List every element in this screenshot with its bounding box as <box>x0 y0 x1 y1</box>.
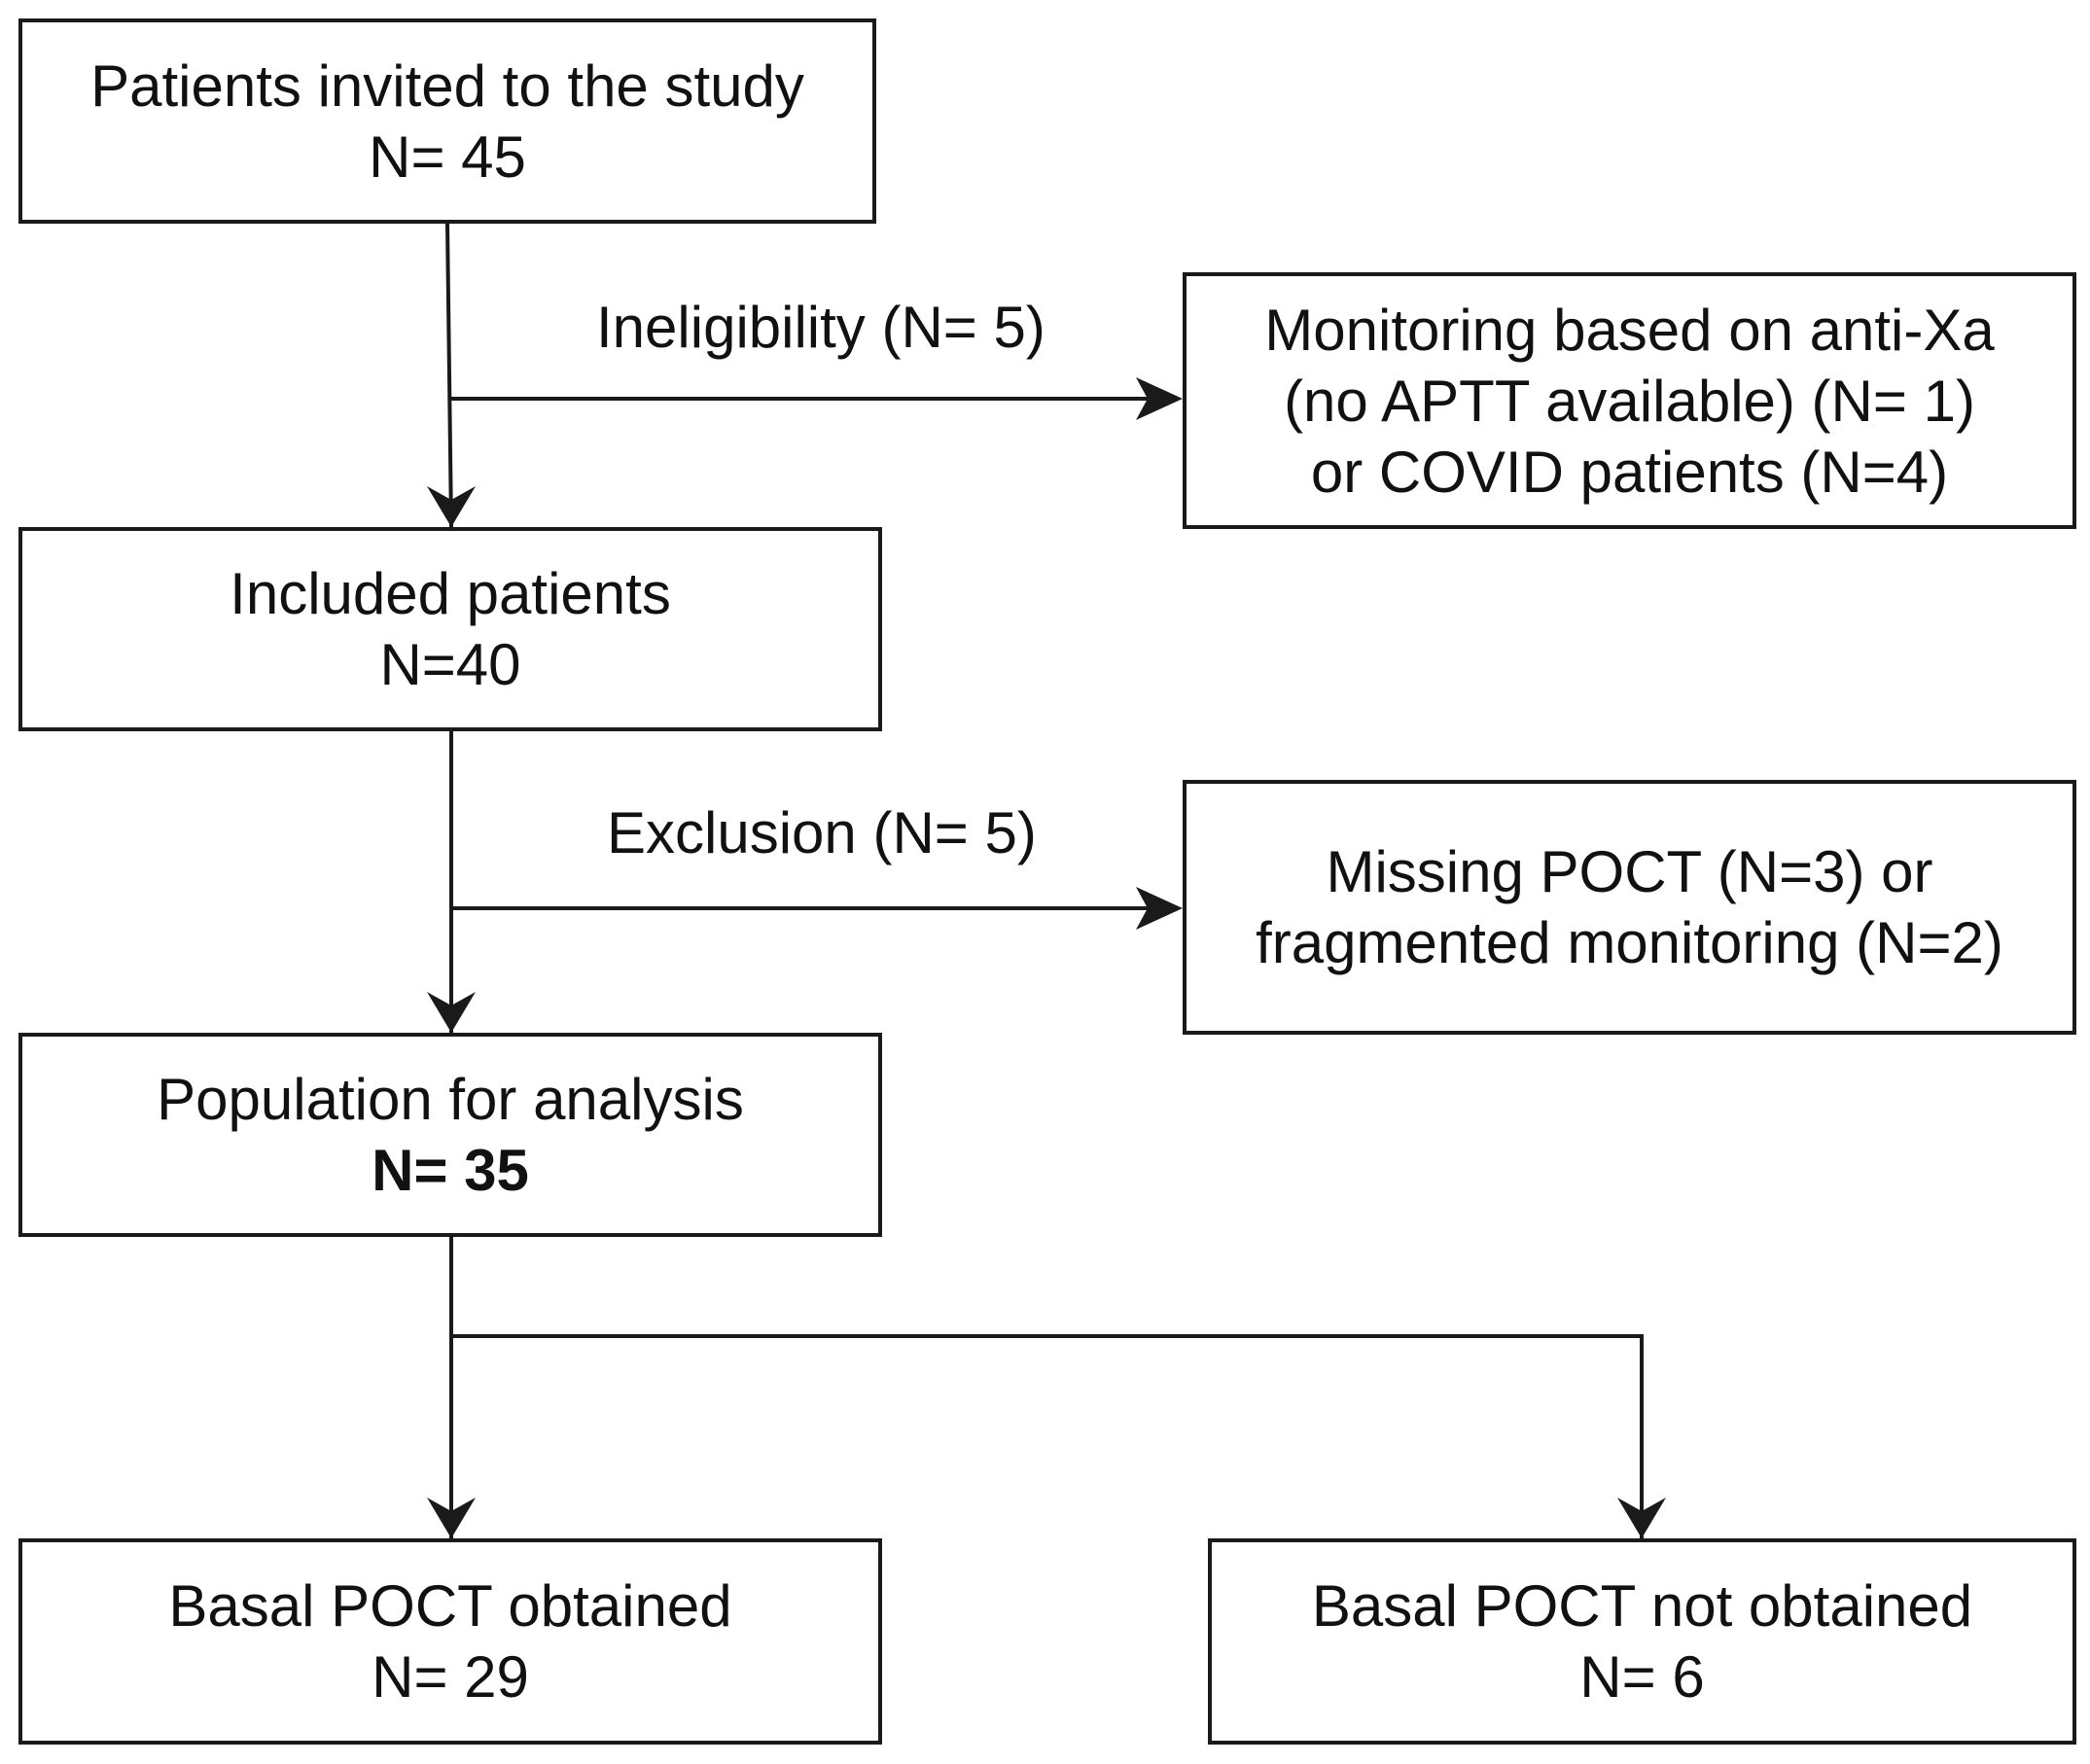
basal-not-obtained-count: N= 6 <box>1579 1644 1705 1710</box>
analysis-title: Population for analysis <box>157 1067 744 1132</box>
arrow-analysis-to-not-obtained <box>451 1334 1644 1538</box>
included-title: Included patients <box>230 561 671 626</box>
basal-obtained-title: Basal POCT obtained <box>168 1573 732 1639</box>
excluded-line-1: Missing POCT (N=3) or <box>1326 839 1933 904</box>
arrowhead-ineligible <box>1136 377 1183 420</box>
box-basal-poct-obtained: Basal POCT obtained N= 29 <box>18 1538 882 1745</box>
ineligible-line-2: (no APTT available) (N= 1) <box>1284 368 1975 434</box>
arrowhead-obtained <box>427 1498 476 1538</box>
invited-title: Patients invited to the study <box>90 53 804 119</box>
included-count: N=40 <box>379 632 521 697</box>
basal-obtained-count: N= 29 <box>372 1644 529 1710</box>
box-patients-invited: Patients invited to the study N= 45 <box>18 18 876 224</box>
arrowhead-included <box>427 486 476 527</box>
ineligible-line-3: or COVID patients (N=4) <box>1310 439 1949 505</box>
excluded-line-2: fragmented monitoring (N=2) <box>1256 910 2003 975</box>
basal-not-obtained-title: Basal POCT not obtained <box>1311 1573 1973 1639</box>
arrowhead-not-obtained <box>1617 1498 1666 1538</box>
box-basal-poct-not-obtained: Basal POCT not obtained N= 6 <box>1208 1538 2076 1745</box>
arrowhead-excluded <box>1136 887 1183 930</box>
box-included-patients: Included patients N=40 <box>18 527 882 731</box>
invited-count: N= 45 <box>369 123 526 190</box>
ineligible-line-1: Monitoring based on anti-Xa <box>1264 297 1995 363</box>
arrowhead-analysis <box>427 992 476 1033</box>
analysis-count: N= 35 <box>372 1138 529 1203</box>
label-ineligibility: Ineligibility (N= 5) <box>596 295 1045 360</box>
box-ineligible-reasons: Monitoring based on anti-Xa (no APTT ava… <box>1183 272 2076 529</box>
label-exclusion: Exclusion (N= 5) <box>607 800 1037 865</box>
arrow-invited-to-included <box>445 223 453 528</box>
box-population-analysis: Population for analysis N= 35 <box>18 1033 882 1237</box>
box-excluded-reasons: Missing POCT (N=3) or fragmented monitor… <box>1183 780 2076 1035</box>
